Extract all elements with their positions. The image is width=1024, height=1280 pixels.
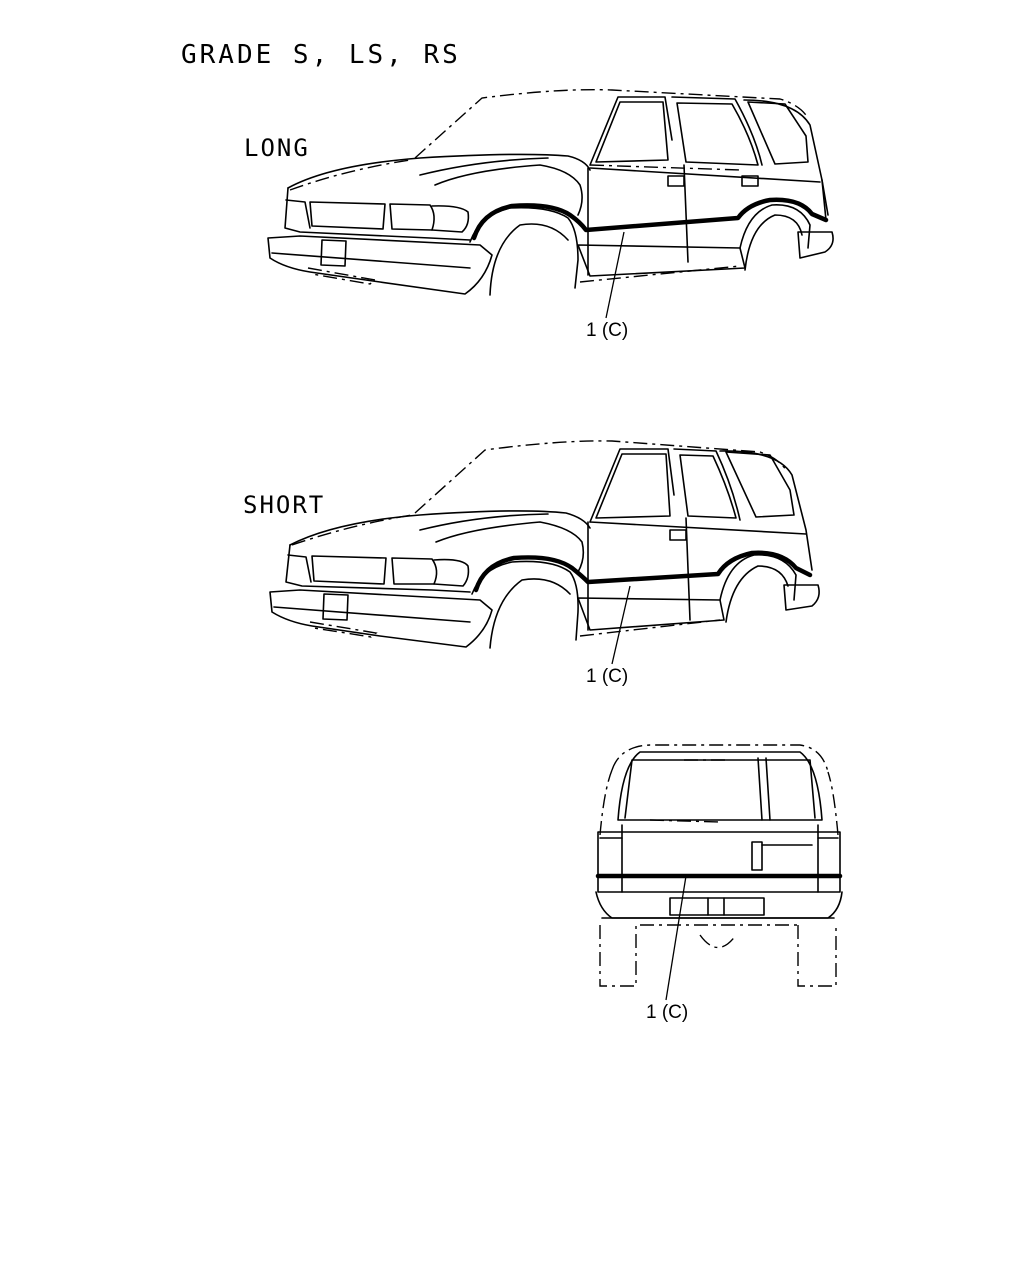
short-vehicle-body xyxy=(269,440,820,649)
grade-title: GRADE S, LS, RS xyxy=(181,40,461,70)
short-label: SHORT xyxy=(243,491,325,519)
rear-vehicle-view: 1 (C) xyxy=(595,744,843,1023)
long-label: LONG xyxy=(244,134,310,162)
short-callout: 1 (C) xyxy=(586,666,628,687)
long-vehicle-view: LONG xyxy=(244,88,834,341)
rear-callout: 1 (C) xyxy=(646,1002,688,1023)
long-vehicle-body xyxy=(267,88,834,296)
rear-vehicle-body xyxy=(595,744,843,987)
rear-callout-leader xyxy=(665,875,687,1001)
long-callout-leader xyxy=(605,231,625,319)
long-callout: 1 (C) xyxy=(586,320,628,341)
short-callout-leader xyxy=(611,585,631,665)
short-vehicle-view: SHORT xyxy=(243,440,820,687)
